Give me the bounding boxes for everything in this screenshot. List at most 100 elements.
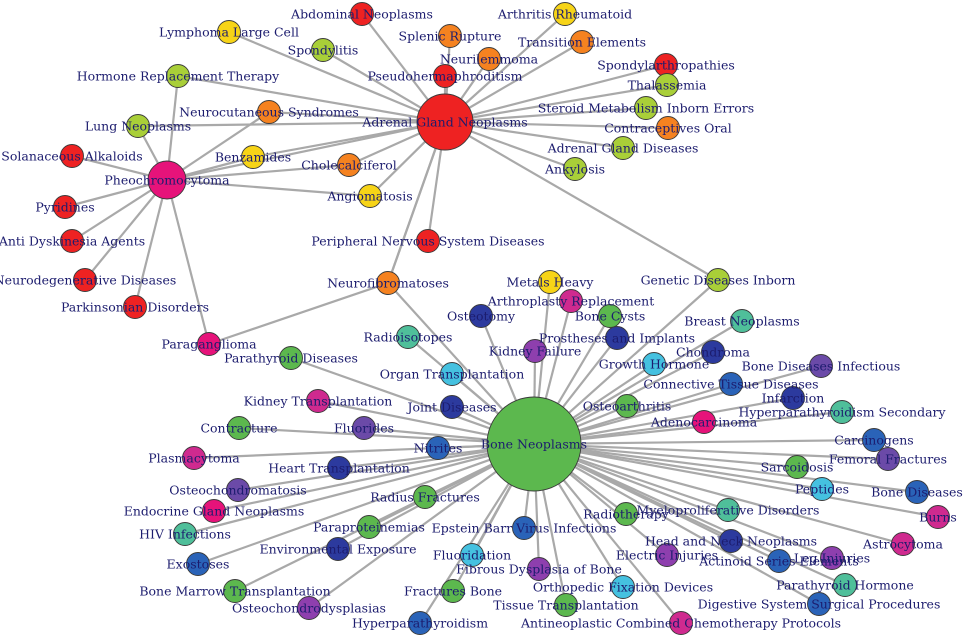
- node-label-splenic: Splenic Rupture: [399, 29, 502, 44]
- node-hyperpara[interactable]: [408, 611, 432, 635]
- node-label-pseudoherm: Pseudohermaphroditism: [367, 69, 522, 84]
- node-arthritis[interactable]: [553, 2, 577, 26]
- node-lymphoma[interactable]: [217, 20, 241, 44]
- node-environ[interactable]: [326, 537, 350, 561]
- node-hrt[interactable]: [166, 64, 190, 88]
- node-leginj[interactable]: [820, 546, 844, 570]
- node-transition[interactable]: [570, 30, 594, 54]
- node-fluorides[interactable]: [352, 416, 376, 440]
- node-sarcoidosis[interactable]: [785, 455, 809, 479]
- node-angiomatosis[interactable]: [358, 184, 382, 208]
- node-electric[interactable]: [655, 543, 679, 567]
- node-bone[interactable]: [486, 396, 582, 492]
- node-neurofib[interactable]: [376, 271, 400, 295]
- node-benzamides[interactable]: [241, 145, 265, 169]
- node-epstein[interactable]: [512, 516, 536, 540]
- node-hearttx[interactable]: [327, 456, 351, 480]
- node-endocrine[interactable]: [202, 499, 226, 523]
- node-pheo[interactable]: [147, 160, 187, 200]
- node-cholecalciferol[interactable]: [337, 153, 361, 177]
- node-astrocytoma[interactable]: [891, 532, 915, 556]
- node-fracturesbone[interactable]: [441, 579, 465, 603]
- node-chondroma[interactable]: [701, 340, 725, 364]
- node-spondylitis[interactable]: [311, 38, 335, 62]
- node-pyridines[interactable]: [53, 195, 77, 219]
- node-steroid[interactable]: [634, 96, 658, 120]
- node-bonedisinf[interactable]: [809, 354, 833, 378]
- node-label-infarction: Infarction: [762, 391, 825, 406]
- node-paraprot[interactable]: [357, 515, 381, 539]
- node-label-chondroma: Chondroma: [676, 345, 751, 360]
- node-nitrites[interactable]: [426, 436, 450, 460]
- node-carcinogens[interactable]: [862, 428, 886, 452]
- node-splenic[interactable]: [438, 24, 462, 48]
- node-bonecysts[interactable]: [598, 304, 622, 328]
- node-kidneytx[interactable]: [306, 389, 330, 413]
- node-antidysk[interactable]: [60, 229, 84, 253]
- node-label-jointdis: Joint Diseases: [405, 400, 496, 415]
- node-organtx[interactable]: [440, 362, 464, 386]
- node-osteotomy[interactable]: [469, 304, 493, 328]
- node-fluoridation[interactable]: [460, 543, 484, 567]
- node-breast[interactable]: [730, 309, 754, 333]
- node-label-headneck: Head and Neck Neoplasms: [645, 534, 817, 549]
- node-peptides[interactable]: [810, 477, 834, 501]
- node-metals[interactable]: [538, 270, 562, 294]
- node-adenocarcinoma[interactable]: [692, 410, 716, 434]
- node-radius[interactable]: [413, 485, 437, 509]
- node-radioisotopes[interactable]: [396, 325, 420, 349]
- node-orthopedic[interactable]: [611, 575, 635, 599]
- node-myelo[interactable]: [716, 498, 740, 522]
- node-abdominal[interactable]: [350, 2, 374, 26]
- node-osteoarthritis[interactable]: [615, 394, 639, 418]
- node-paraganglioma[interactable]: [197, 332, 221, 356]
- node-neurodegen[interactable]: [73, 268, 97, 292]
- node-kidneyfail[interactable]: [523, 339, 547, 363]
- node-contraceptives[interactable]: [656, 116, 680, 140]
- node-pseudoherm[interactable]: [433, 64, 457, 88]
- node-burns[interactable]: [926, 505, 950, 529]
- node-parkinsonian[interactable]: [123, 295, 147, 319]
- node-connective[interactable]: [719, 372, 743, 396]
- node-osteochondrodys[interactable]: [297, 596, 321, 620]
- node-plasmacytoma[interactable]: [182, 446, 206, 470]
- node-prostheses[interactable]: [605, 326, 629, 350]
- node-actinoid[interactable]: [767, 549, 791, 573]
- node-neurocut[interactable]: [257, 100, 281, 124]
- node-thalassemia[interactable]: [655, 73, 679, 97]
- node-lung[interactable]: [126, 114, 150, 138]
- node-bonedis[interactable]: [905, 480, 929, 504]
- node-ankylosis[interactable]: [563, 157, 587, 181]
- node-osteochondromatosis[interactable]: [226, 478, 250, 502]
- node-label-peptides: Peptides: [795, 482, 849, 497]
- node-tissuetx[interactable]: [554, 593, 578, 617]
- node-hyperpara2[interactable]: [830, 400, 854, 424]
- node-exostoses[interactable]: [186, 552, 210, 576]
- node-radiotherapy[interactable]: [614, 502, 638, 526]
- node-periph[interactable]: [416, 229, 440, 253]
- node-adrenal[interactable]: [416, 93, 474, 151]
- node-bonemarrow[interactable]: [223, 579, 247, 603]
- node-adrenaldis[interactable]: [611, 136, 635, 160]
- edge-adrenal-neurocut: [268, 110, 446, 124]
- node-genetic[interactable]: [706, 268, 730, 292]
- node-contracture[interactable]: [227, 416, 251, 440]
- node-arthroplasty[interactable]: [559, 289, 583, 313]
- node-label-parkinsonian: Parkinsonian Disorders: [61, 300, 209, 315]
- node-femoral[interactable]: [876, 447, 900, 471]
- node-parathyroiddis[interactable]: [279, 346, 303, 370]
- node-digestive[interactable]: [807, 592, 831, 616]
- node-hiv[interactable]: [173, 522, 197, 546]
- node-fibrous[interactable]: [527, 557, 551, 581]
- node-growth[interactable]: [642, 352, 666, 376]
- node-antineo[interactable]: [669, 611, 693, 635]
- node-headneck[interactable]: [719, 529, 743, 553]
- node-solanaceous[interactable]: [60, 144, 84, 168]
- node-neurilemmoma[interactable]: [477, 47, 501, 71]
- node-jointdis[interactable]: [440, 395, 464, 419]
- node-label-osteochondromatosis: Osteochondromatosis: [169, 483, 306, 498]
- node-infarction[interactable]: [781, 386, 805, 410]
- node-parahormone[interactable]: [833, 573, 857, 597]
- node-label-radiotherapy: Radiotherapy: [583, 507, 670, 522]
- node-label-antineo: Antineoplastic Combined Chemotherapy Pro…: [520, 616, 841, 631]
